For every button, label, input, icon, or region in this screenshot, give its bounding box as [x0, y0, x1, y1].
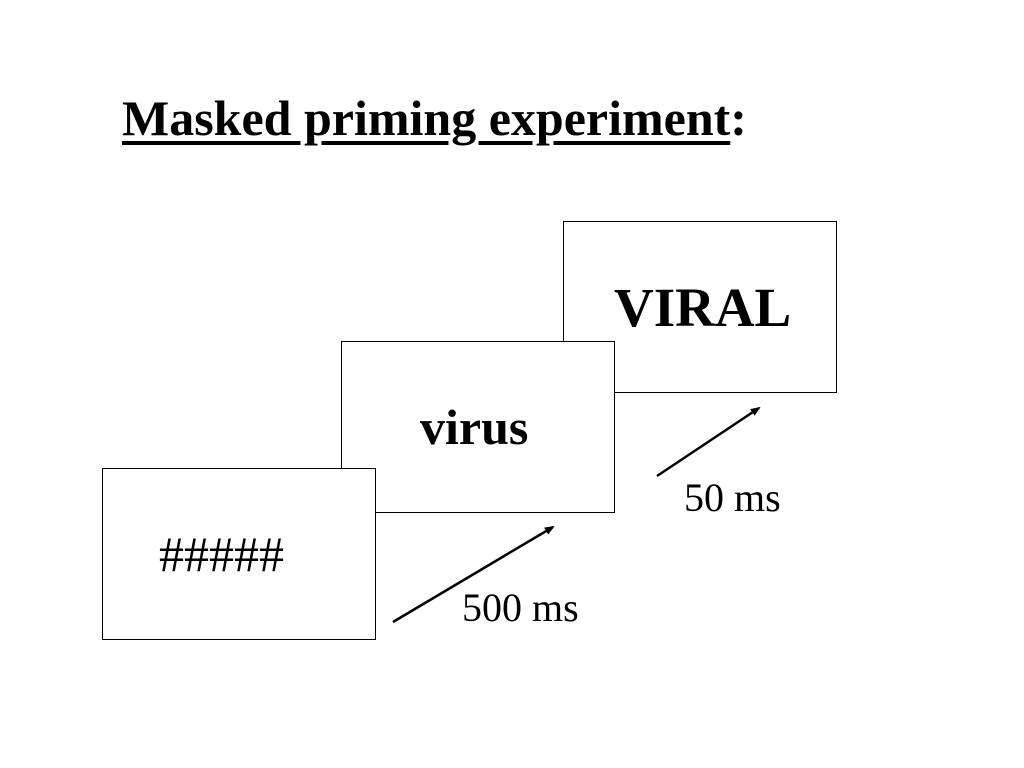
slide-title-colon: :	[730, 90, 747, 146]
prime-frame: virus	[341, 341, 615, 513]
prime-word: virus	[420, 399, 529, 455]
target-word: VIRAL	[614, 277, 792, 338]
arrow-prime-to-target	[656, 406, 761, 478]
arrow-mask-to-prime	[392, 525, 555, 624]
slide-title: Masked priming experiment:	[122, 88, 747, 148]
mask-string: #####	[159, 526, 284, 582]
slide-title-text: Masked priming experiment	[122, 90, 731, 146]
duration-label-500ms: 500 ms	[462, 585, 579, 630]
duration-label-50ms: 50 ms	[684, 475, 781, 520]
mask-frame: #####	[102, 468, 376, 640]
